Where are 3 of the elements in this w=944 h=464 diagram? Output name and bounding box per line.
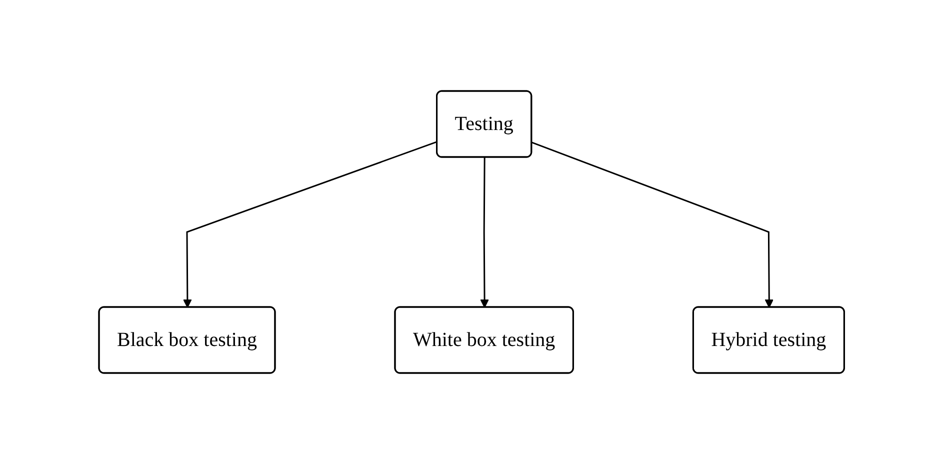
- arrow: [183, 140, 438, 308]
- arrow: [532, 142, 774, 308]
- arrow: [480, 158, 490, 308]
